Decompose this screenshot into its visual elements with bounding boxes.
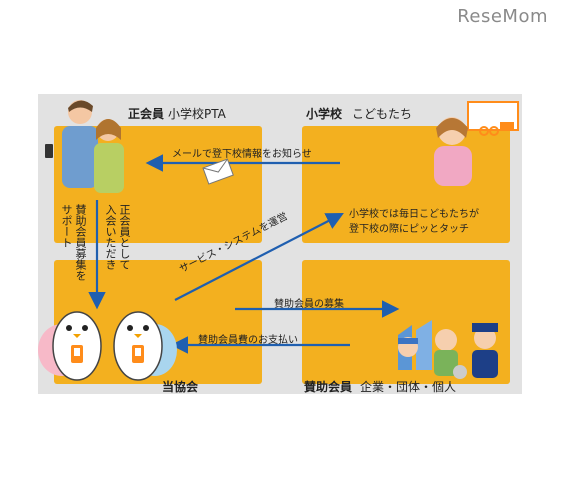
school-title: 小学校	[306, 107, 343, 121]
sanjo-title: 賛助会員	[304, 380, 353, 394]
pta-column-2: 入会いただき	[104, 204, 117, 270]
payment-label: 賛助会員費のお支払い	[198, 335, 298, 346]
kyokai-title: 当協会	[162, 380, 199, 394]
school-subtitle: こどもたち	[352, 107, 413, 121]
bird-mascots-illustration	[38, 311, 177, 381]
recruit-label: 賛助会員の募集	[274, 299, 344, 310]
seikaiin-title: 正会員	[128, 107, 165, 121]
pta-column-1: 正会員として	[118, 204, 131, 270]
schoolgirl-illustration	[434, 101, 519, 186]
supporters-illustration	[398, 320, 498, 379]
pta-column-4: サポート	[60, 204, 73, 248]
parents-illustration	[45, 100, 124, 193]
mail-label: メールで登下校情報をお知らせ	[172, 149, 312, 160]
seikaiin-header: 正会員小学校PTA	[128, 105, 226, 122]
school-header: 小学校こどもたち	[306, 105, 412, 122]
school-line2-label: 登下校の際にピッとタッチ	[349, 224, 469, 235]
school-line1-label: 小学校では毎日こどもたちが	[349, 209, 479, 220]
pta-column-3: 賛助会員募集を	[74, 204, 87, 281]
service-arrow	[174, 212, 344, 301]
mail-envelope-icon	[202, 158, 234, 185]
resemom-watermark: ReseMom	[457, 6, 548, 27]
sanjo-subtitle: 企業・団体・個人	[360, 380, 457, 394]
kyokai-header: 当協会	[162, 378, 198, 395]
sanjo-header: 賛助会員企業・団体・個人	[304, 378, 456, 395]
seikaiin-subtitle: 小学校PTA	[168, 107, 226, 121]
